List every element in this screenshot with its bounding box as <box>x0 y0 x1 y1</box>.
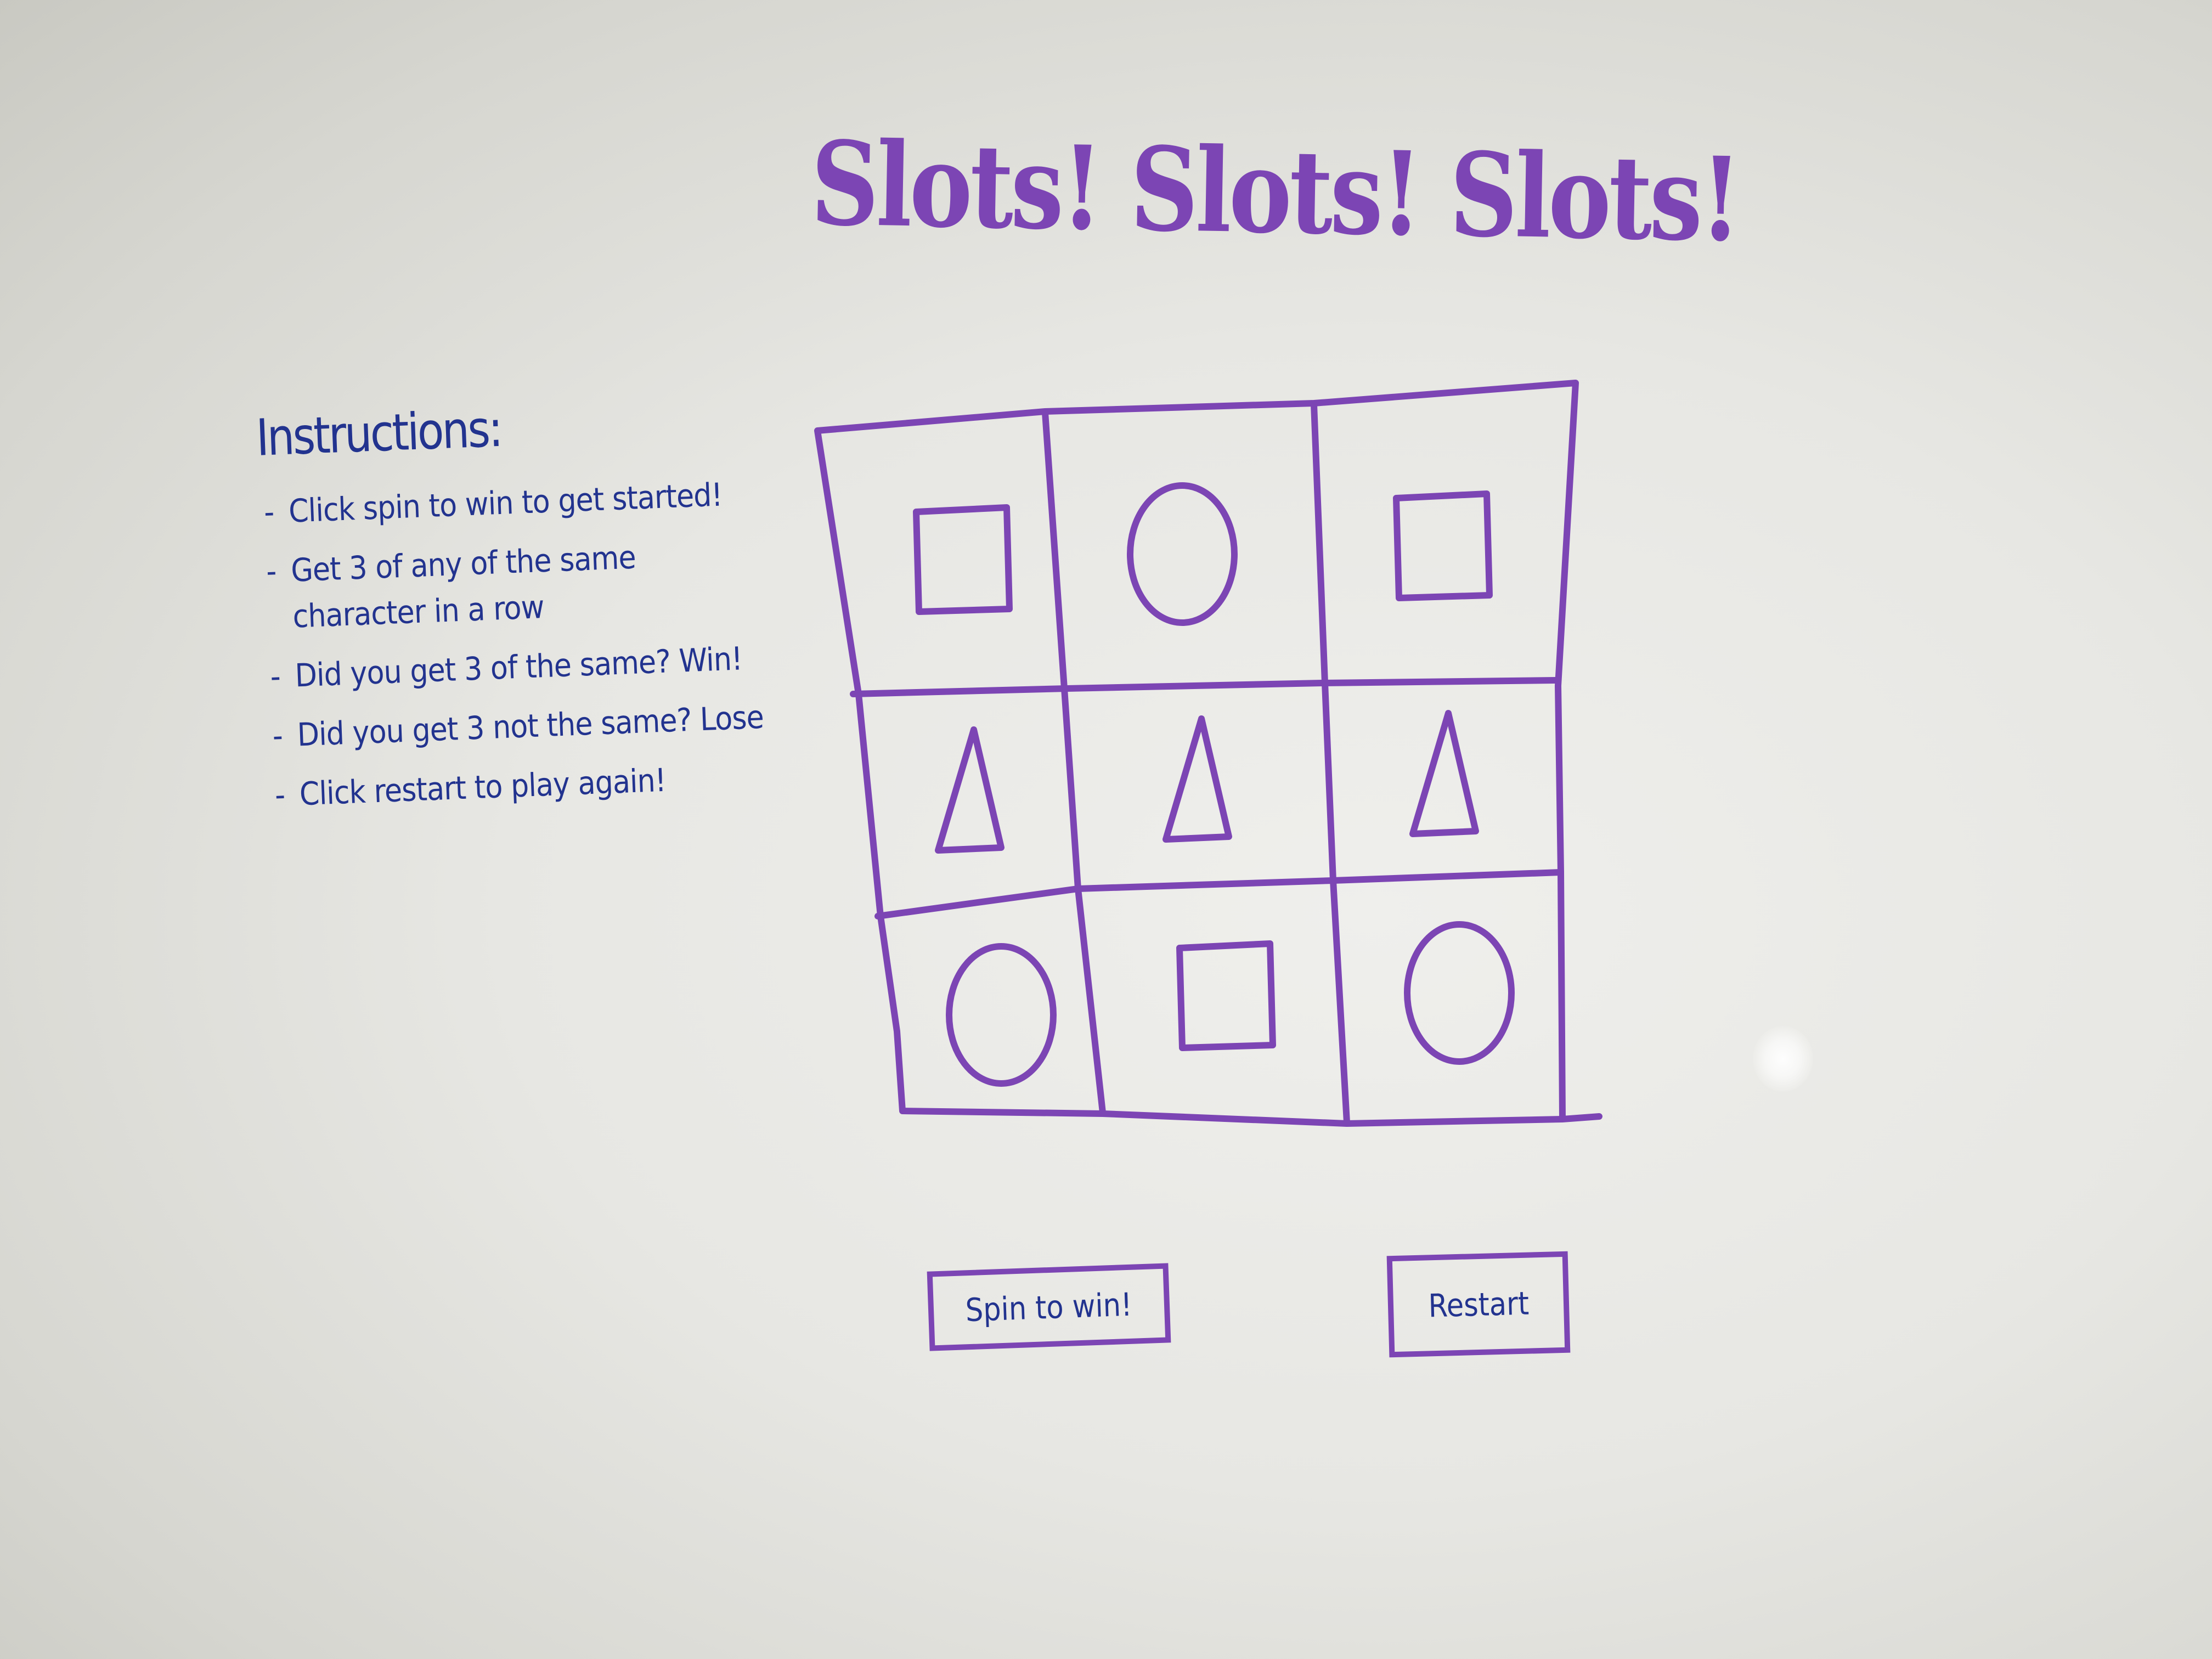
circle-symbol <box>1404 921 1515 1065</box>
spin-button[interactable]: Spin to win! <box>927 1263 1171 1351</box>
triangle-symbol <box>935 726 1005 854</box>
square-symbol <box>1393 490 1493 601</box>
square-symbol <box>913 504 1013 615</box>
grid-frame <box>814 380 1602 1127</box>
square-symbol <box>1176 940 1276 1051</box>
triangle-symbol <box>1163 715 1232 843</box>
grid-divider-h1 <box>850 677 1559 697</box>
grid-divider-v1 <box>1042 409 1106 1116</box>
spin-button-label: Spin to win! <box>965 1285 1133 1329</box>
circle-symbol <box>1127 482 1238 626</box>
light-glare <box>1753 1026 1813 1092</box>
grid-divider-h2 <box>874 869 1564 919</box>
restart-button-label: Restart <box>1427 1284 1530 1324</box>
triangle-symbol <box>1409 710 1479 837</box>
restart-button[interactable]: Restart <box>1386 1251 1571 1358</box>
circle-symbol <box>946 943 1057 1087</box>
grid-divider-v2 <box>1311 401 1350 1126</box>
